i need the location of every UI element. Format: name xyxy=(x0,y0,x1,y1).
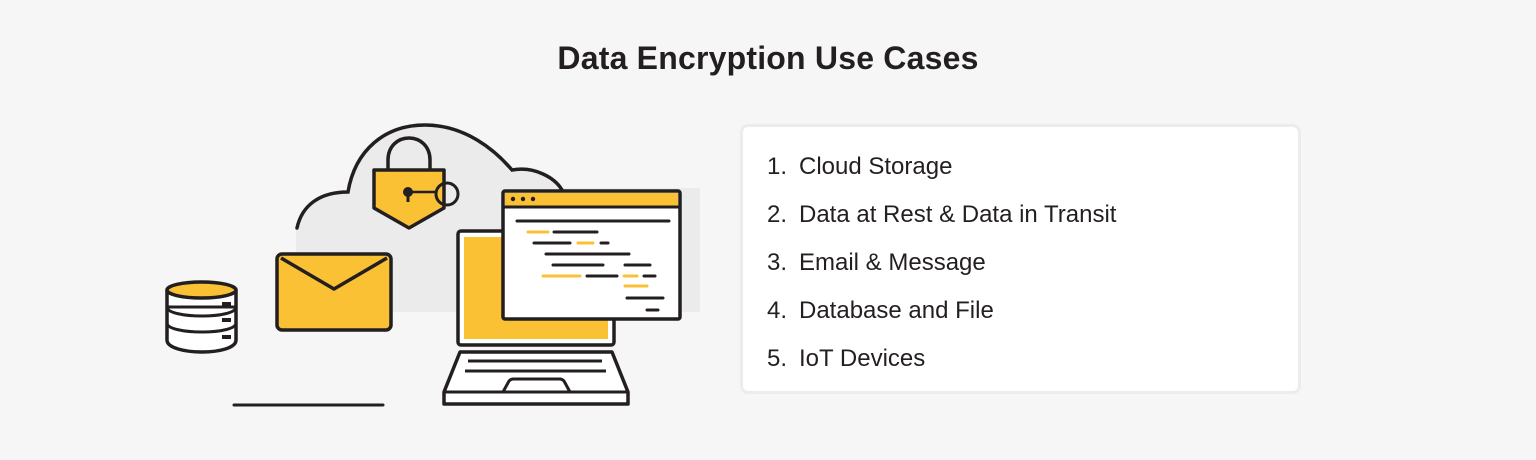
list-item-label: Database and File xyxy=(799,297,994,324)
envelope-icon xyxy=(275,252,393,332)
page-title: Data Encryption Use Cases xyxy=(557,40,979,76)
list-item: 1. Cloud Storage xyxy=(767,151,1298,199)
list-item-label: Data at Rest & Data in Transit xyxy=(799,201,1117,228)
list-item: 2. Data at Rest & Data in Transit xyxy=(767,199,1298,247)
list-item: 4. Database and File xyxy=(767,295,1298,343)
use-cases-list: 1. Cloud Storage 2. Data at Rest & Data in… xyxy=(743,127,1298,391)
list-item-number: 1. xyxy=(767,153,788,180)
encryption-illustration xyxy=(150,110,710,430)
list-item-label: IoT Devices xyxy=(799,345,926,372)
padlock-icon xyxy=(372,136,446,230)
list-item-number: 5. xyxy=(767,345,788,372)
list-item-label: Cloud Storage xyxy=(799,153,953,180)
list-item-number: 3. xyxy=(767,249,788,276)
list-item: 5. IoT Devices xyxy=(767,343,1298,391)
browser-window-icon xyxy=(501,189,682,321)
list-item-number: 2. xyxy=(767,201,788,228)
list-item-number: 4. xyxy=(767,297,788,324)
key-icon xyxy=(410,181,460,207)
database-icon xyxy=(165,280,238,354)
list-item-label: Email & Message xyxy=(799,249,986,276)
list-item: 3. Email & Message xyxy=(767,247,1298,295)
use-cases-card: 1. Cloud Storage 2. Data at Rest & Data in… xyxy=(740,124,1301,394)
